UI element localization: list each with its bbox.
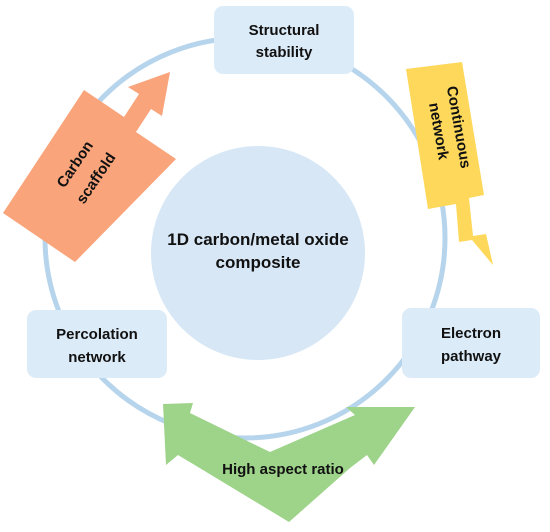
node-structural-line2: stability [256,44,313,61]
center-label-line1: 1D carbon/metal oxide [167,230,348,249]
arrow-high-aspect-ratio-label: High aspect ratio [222,461,344,478]
node-percolation-line2: network [68,349,126,366]
arrow-high-aspect-ratio: High aspect ratio [163,403,415,522]
arrow-continuous-network: Continuous network [406,62,493,265]
node-electron-line2: pathway [441,348,502,365]
arrow-carbon-scaffold-shape [3,72,176,262]
arrow-continuous-network-shape [406,62,493,265]
node-electron-pathway: Electron pathway [402,308,540,378]
node-percolation-network: Percolation network [27,310,167,378]
arrow-carbon-scaffold: Carbon scaffold [3,72,176,262]
node-structural-stability: Structural stability [214,6,354,74]
center-label-line2: composite [215,253,300,272]
node-percolation-line1: Percolation [56,326,138,343]
node-electron-line1: Electron [441,325,501,342]
node-structural-line1: Structural [249,22,320,39]
center-circle [151,146,365,360]
arrow-high-aspect-ratio-shape [163,403,415,522]
